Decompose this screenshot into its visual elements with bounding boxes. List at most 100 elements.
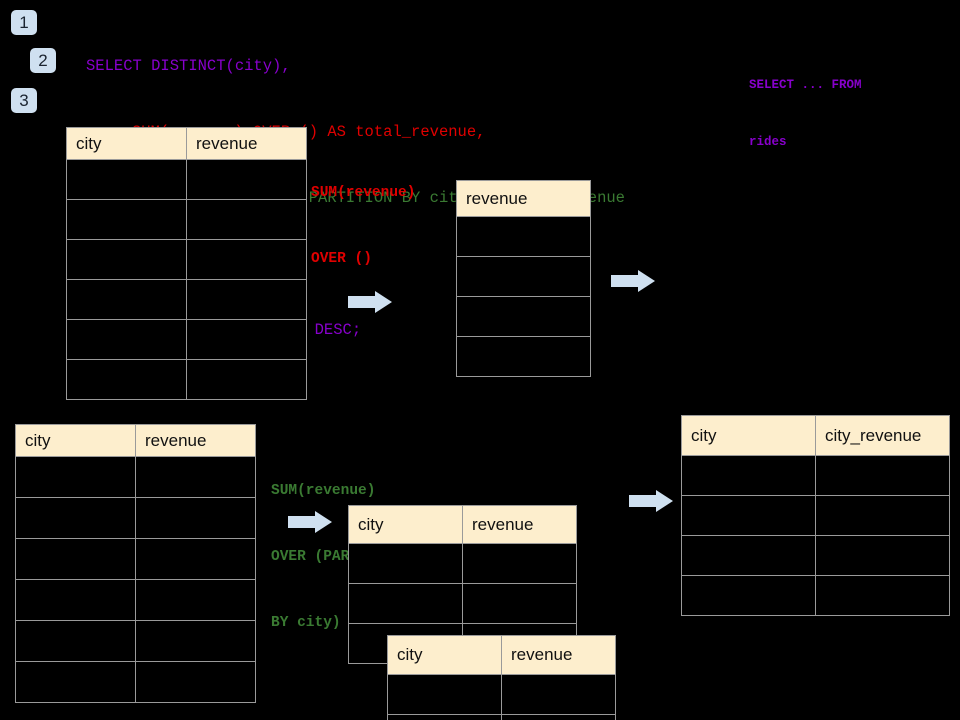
column-header-revenue: revenue: [501, 635, 616, 675]
cell-revenue: [456, 216, 591, 257]
table-row: [681, 575, 950, 616]
column-header-city: city: [387, 635, 502, 675]
cell-city: [66, 199, 187, 240]
cell-city: [387, 714, 502, 720]
table-row: [15, 538, 256, 580]
total-revenue-table: revenue: [456, 180, 591, 377]
side-note-line-1: SELECT ... FROM: [749, 78, 862, 92]
cell-revenue: [135, 579, 256, 621]
cell-revenue: [135, 456, 256, 498]
cell-city: [15, 620, 136, 662]
cell-revenue: [186, 199, 307, 240]
cell-revenue: [135, 538, 256, 580]
annotation-sum-over-empty: SUM(revenue) OVER (): [311, 138, 415, 314]
column-header-revenue: revenue: [462, 505, 577, 544]
cell-revenue: [456, 256, 591, 297]
table-row: [66, 319, 307, 360]
cell-city: [348, 543, 463, 584]
table-row: [66, 239, 307, 280]
cell-revenue: [501, 674, 616, 715]
cell-revenue: [462, 583, 577, 624]
cell-city-revenue: [815, 535, 950, 576]
table-row: [15, 497, 256, 539]
cell-city-revenue: [815, 575, 950, 616]
cell-city: [681, 535, 816, 576]
table-row: [348, 543, 577, 584]
table-row: [15, 661, 256, 703]
table-row: [681, 535, 950, 576]
table-row: [387, 714, 616, 720]
source-table-bottom: city revenue: [15, 424, 256, 703]
table-row: [681, 495, 950, 536]
annotation-line-3: BY city): [271, 615, 341, 631]
partition-group-table-b: city revenue: [387, 635, 616, 720]
cell-revenue: [186, 239, 307, 280]
table-row: [387, 674, 616, 715]
arrow-partition-to-final: [629, 490, 673, 512]
cell-city: [66, 159, 187, 200]
sql-line-select: SELECT DISTINCT(city),: [86, 57, 291, 75]
source-table-top: city revenue: [66, 127, 307, 400]
cell-city: [66, 239, 187, 280]
cell-city: [66, 359, 187, 400]
arrow-total-to-final: [611, 270, 655, 292]
table-row: [15, 456, 256, 498]
table-row: [15, 620, 256, 662]
cell-city: [15, 456, 136, 498]
cell-city: [15, 497, 136, 539]
table-row: [348, 583, 577, 624]
cell-revenue: [186, 359, 307, 400]
table-row: [66, 359, 307, 400]
table-row: [66, 279, 307, 320]
step-badge-2: 2: [30, 48, 56, 73]
table-row: [681, 455, 950, 496]
step-badge-3: 3: [11, 88, 37, 113]
cell-revenue: [135, 661, 256, 703]
cell-revenue: [186, 319, 307, 360]
table-row: [456, 296, 591, 337]
cell-city: [66, 319, 187, 360]
table-header-row: city revenue: [66, 127, 307, 160]
side-note-line-2: rides: [749, 135, 787, 149]
cell-revenue: [186, 279, 307, 320]
cell-city: [15, 538, 136, 580]
arrow-source-to-total: [348, 291, 392, 313]
table-header-row: city revenue: [348, 505, 577, 544]
cell-city: [348, 583, 463, 624]
column-header-revenue: revenue: [186, 127, 307, 160]
cell-revenue: [456, 296, 591, 337]
table-header-row: revenue: [456, 180, 591, 217]
column-header-city: city: [66, 127, 187, 160]
cell-city-revenue: [815, 455, 950, 496]
table-row: [456, 216, 591, 257]
column-header-revenue: revenue: [135, 424, 256, 457]
column-header-city: city: [15, 424, 136, 457]
column-header-city: city: [348, 505, 463, 544]
column-header-city: city: [681, 415, 816, 456]
side-note-select-from-rides: SELECT ... FROM rides: [749, 38, 862, 190]
cell-city: [15, 661, 136, 703]
column-header-city-revenue: city_revenue: [815, 415, 950, 456]
cell-revenue: [456, 336, 591, 377]
cell-revenue: [462, 543, 577, 584]
cell-revenue: [186, 159, 307, 200]
table-row: [456, 256, 591, 297]
annotation-line-2: OVER (): [311, 251, 372, 267]
annotation-line-1: SUM(revenue): [311, 185, 416, 201]
cell-city: [66, 279, 187, 320]
cell-city: [387, 674, 502, 715]
table-header-row: city revenue: [15, 424, 256, 457]
table-row: [66, 199, 307, 240]
cell-city: [681, 575, 816, 616]
annotation-line-1: SUM(revenue): [271, 483, 376, 499]
cell-city: [681, 455, 816, 496]
cell-revenue: [501, 714, 616, 720]
table-row: [456, 336, 591, 377]
cell-city-revenue: [815, 495, 950, 536]
cell-revenue: [135, 497, 256, 539]
table-row: [66, 159, 307, 200]
table-row: [15, 579, 256, 621]
table-header-row: city city_revenue: [681, 415, 950, 456]
final-result-table: city city_revenue: [681, 415, 950, 616]
